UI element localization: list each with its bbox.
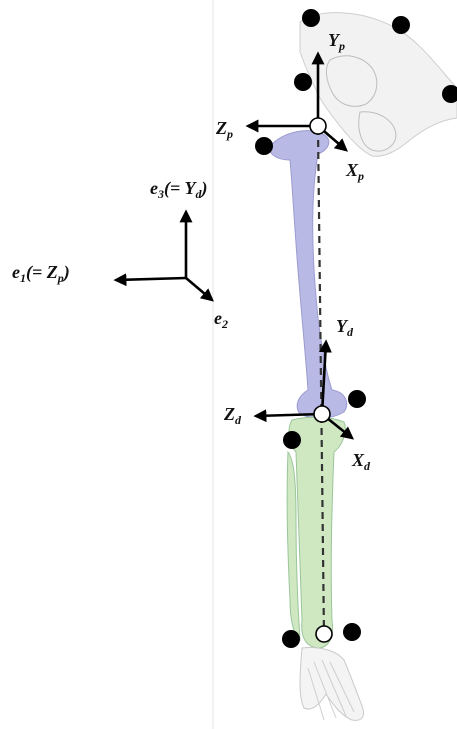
label-proximal-z: Zp bbox=[215, 118, 233, 141]
marker-dot bbox=[348, 390, 366, 408]
label-distal-x: Xd bbox=[351, 450, 371, 473]
tibia-bone bbox=[286, 416, 346, 649]
pelvis-bone bbox=[299, 12, 457, 157]
mechanical-axis-line bbox=[316, 127, 326, 637]
marker-dot bbox=[294, 73, 312, 91]
label-proximal-y: Yp bbox=[328, 30, 345, 53]
distal-y-axis bbox=[318, 339, 332, 415]
label-global-e3: e3(= Yd) bbox=[150, 178, 207, 201]
hip-joint-center bbox=[309, 117, 327, 135]
marker-dot bbox=[283, 431, 301, 449]
label-global-e1: e1(= Zp) bbox=[12, 262, 70, 285]
global-e2-axis bbox=[185, 277, 214, 302]
foot-bones bbox=[299, 647, 365, 721]
label-distal-y: Yd bbox=[336, 316, 354, 339]
knee-joint-center bbox=[313, 405, 331, 423]
label-proximal-x: Xp bbox=[345, 160, 364, 183]
label-distal-z: Zd bbox=[223, 404, 242, 427]
label-global-e2: e2 bbox=[214, 308, 228, 331]
ankle-joint-center bbox=[315, 625, 333, 643]
marker-dot bbox=[343, 623, 361, 641]
marker-dot bbox=[442, 85, 457, 103]
distal-z-axis bbox=[253, 409, 323, 423]
marker-dot bbox=[255, 137, 273, 155]
femur-bone bbox=[267, 130, 348, 419]
marker-dot bbox=[282, 630, 300, 648]
marker-dot bbox=[302, 9, 320, 27]
marker-dot bbox=[392, 16, 410, 34]
global-e1-axis bbox=[113, 273, 187, 287]
